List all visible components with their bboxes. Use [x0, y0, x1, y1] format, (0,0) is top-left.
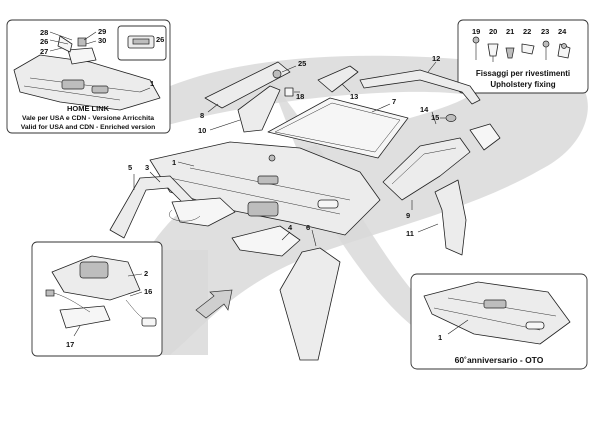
anniversary-caption: 60˚anniversario - OTO	[455, 355, 544, 365]
callout-22: 22	[523, 27, 531, 36]
callout-1b: 1	[172, 158, 176, 167]
pillar-trim-10	[237, 85, 281, 133]
callout-21: 21	[506, 27, 514, 36]
rear-shelf-panel	[267, 97, 409, 159]
part-13	[317, 65, 359, 93]
home-link-line1: Vale per USA e CDN - Versione Arricchita	[22, 115, 154, 122]
callout-29: 29	[98, 27, 106, 36]
callout-2: 2	[144, 269, 148, 278]
callout-6: 6	[306, 223, 310, 232]
rear-pillar-11	[434, 179, 467, 256]
callout-13: 13	[350, 92, 358, 101]
trim-bracket	[469, 123, 501, 151]
callout-18: 18	[296, 92, 304, 101]
part-15	[445, 114, 457, 122]
callout-10: 10	[198, 126, 206, 135]
sun-visor-right-4	[231, 225, 301, 257]
rear-quarter-trim-9	[382, 137, 471, 201]
roof-console	[247, 201, 279, 217]
upholstery-title-en: Upholstery fixing	[490, 80, 555, 89]
anniversary-inset	[410, 273, 588, 370]
part-25	[272, 69, 282, 79]
callout-30: 30	[98, 36, 106, 45]
callout-4: 4	[288, 223, 293, 232]
main-headliner	[149, 141, 381, 236]
callout-15: 15	[431, 113, 439, 122]
callout-14: 14	[420, 105, 429, 114]
callout-9: 9	[406, 211, 410, 220]
callout-23: 23	[541, 27, 549, 36]
callout-7: 7	[392, 97, 396, 106]
callout-20: 20	[489, 27, 497, 36]
rear-rail-12	[359, 69, 481, 105]
upholstery-fixing-inset	[457, 19, 589, 94]
callout-12: 12	[432, 54, 440, 63]
callout-28: 28	[40, 28, 48, 37]
b-pillar-trim-6	[279, 247, 341, 361]
callout-26b: 26	[156, 35, 164, 44]
callout-1c: 1	[438, 333, 442, 342]
callout-11: 11	[406, 229, 414, 238]
callout-8: 8	[200, 111, 204, 120]
callout-5: 5	[128, 163, 132, 172]
sun-visor-left	[171, 197, 236, 227]
callout-25: 25	[298, 59, 306, 68]
upper-pillar-trim	[204, 61, 291, 109]
callout-16: 16	[144, 287, 152, 296]
callout-24: 24	[558, 27, 567, 36]
callout-1a: 1	[150, 79, 154, 88]
callout-26a: 26	[40, 37, 48, 46]
direction-arrow	[195, 289, 233, 319]
home-link-inset	[6, 19, 171, 134]
roof-console-inset	[31, 241, 163, 357]
home-link-line2: Valid for USA and CDN - Enriched version	[21, 124, 156, 131]
upholstery-title-it: Fissaggi per rivestimenti	[476, 69, 570, 78]
callout-27: 27	[40, 47, 48, 56]
callout-3: 3	[145, 163, 149, 172]
callout-19: 19	[472, 27, 480, 36]
home-link-title: HOME LINK	[67, 104, 110, 113]
callout-17: 17	[66, 340, 74, 349]
part-18	[284, 87, 294, 97]
